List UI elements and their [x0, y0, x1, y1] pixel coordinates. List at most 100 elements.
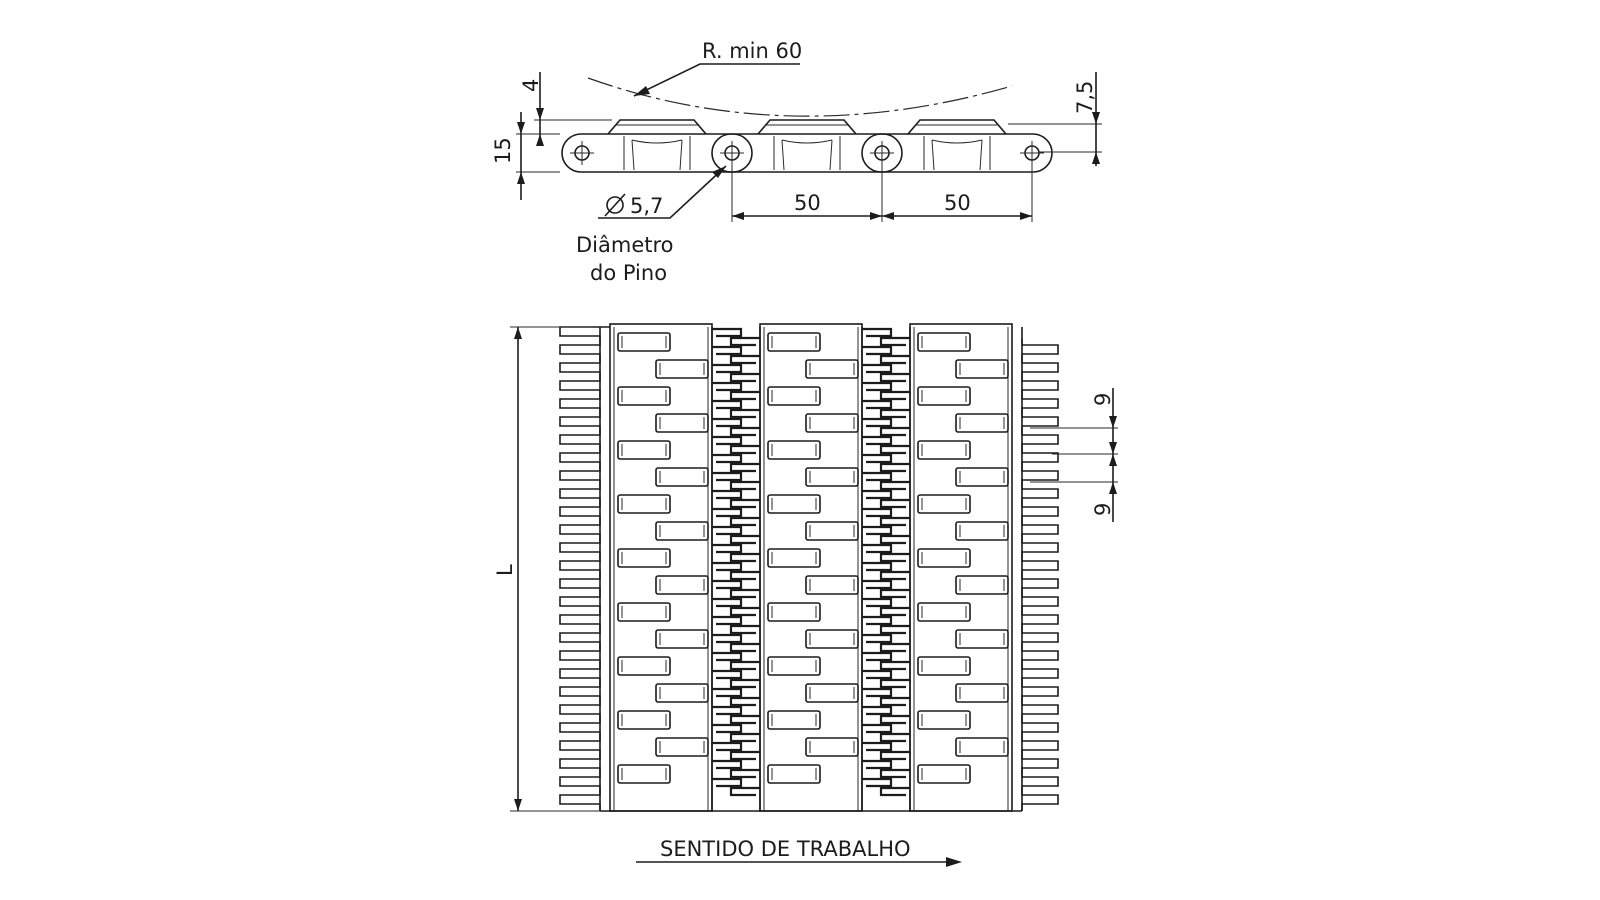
rib-detail [659, 525, 705, 537]
link-top-plate [607, 119, 707, 135]
height-dimension: 15 [491, 112, 560, 200]
hinge-teeth-left [862, 327, 893, 788]
chain-link [861, 119, 1053, 173]
rib-slot [955, 359, 1009, 379]
link-body [861, 133, 1053, 173]
link-top-plate [757, 119, 857, 135]
rib-detail [809, 633, 855, 645]
rib-detail [959, 579, 1005, 591]
left-fingers [559, 326, 601, 811]
rib-slot [955, 737, 1009, 757]
rib-slot [917, 764, 971, 784]
rib-detail [621, 714, 667, 726]
rib-detail [959, 417, 1005, 429]
rib-slot [955, 629, 1009, 649]
top-view: L 9 9 SENTIDO DE TRABALHO [493, 323, 1118, 867]
rib-detail [921, 390, 967, 402]
rib-slot [805, 737, 859, 757]
rib-detail [621, 444, 667, 456]
module-panel [909, 323, 1013, 812]
rib-slot [917, 656, 971, 676]
rib-detail [659, 417, 705, 429]
arrow-right-icon [636, 857, 962, 867]
length-label: L [493, 564, 517, 576]
rib-slot [917, 332, 971, 352]
link-web-arch [781, 139, 833, 144]
rib-detail [771, 498, 817, 510]
rib-detail [921, 660, 967, 672]
rib-slot [617, 332, 671, 352]
right-dimension: 7,5 [1008, 72, 1102, 166]
belt-outline [600, 326, 1022, 812]
hinge-zone [711, 327, 761, 811]
rib-slot [805, 575, 859, 595]
module-panel [759, 323, 863, 812]
rib-detail [959, 471, 1005, 483]
rib-slot [655, 683, 709, 703]
rib-slot [655, 629, 709, 649]
rib-slot [955, 683, 1009, 703]
rib-detail [809, 687, 855, 699]
rib-slot [655, 521, 709, 541]
link-web-arch [931, 139, 983, 144]
rib-slot [617, 602, 671, 622]
rib-detail [621, 498, 667, 510]
spacing-2-label: 9 [1091, 503, 1115, 516]
rib-slot [655, 413, 709, 433]
rib-slot [917, 548, 971, 568]
rib-slot [617, 710, 671, 730]
rib-slot [917, 602, 971, 622]
height-label: 15 [491, 137, 515, 164]
rib-detail [771, 444, 817, 456]
panel-inner-edge [613, 327, 709, 811]
rib-detail [621, 768, 667, 780]
link-web [773, 136, 841, 171]
rib-slot [767, 548, 821, 568]
rib-detail [659, 741, 705, 753]
rib-detail [921, 768, 967, 780]
pin-diameter-callout: 5,7 Diâmetro do Pino [576, 165, 727, 285]
rib-detail [921, 552, 967, 564]
rib-detail [809, 579, 855, 591]
rib-detail [621, 606, 667, 618]
pin-diameter-label: 5,7 [630, 194, 663, 218]
link-body [711, 133, 903, 173]
rib-detail [959, 633, 1005, 645]
hinge-teeth-right [729, 336, 760, 797]
right-dim-label: 7,5 [1073, 81, 1097, 114]
chain-link [561, 119, 753, 173]
rib-detail [771, 336, 817, 348]
rib-slot [617, 656, 671, 676]
rib-slot [805, 629, 859, 649]
rib-slot [917, 710, 971, 730]
rib-detail [809, 741, 855, 753]
rib-slot [655, 359, 709, 379]
rib-detail [809, 417, 855, 429]
pin-label-line2: do Pino [590, 261, 667, 285]
rib-detail [659, 579, 705, 591]
rib-slot [805, 359, 859, 379]
rib-detail [771, 606, 817, 618]
belt-side-edges [599, 327, 1023, 811]
rib-slot [805, 467, 859, 487]
rib-slot [767, 494, 821, 514]
panel-inner-edge [913, 327, 1009, 811]
link-web-arch [631, 139, 683, 144]
belt-modules [559, 323, 1059, 812]
direction-label: SENTIDO DE TRABALHO [660, 837, 911, 861]
link-body [561, 133, 753, 173]
radius-arc [587, 77, 1013, 117]
rib-slot [767, 656, 821, 676]
top-dim-label: 4 [519, 79, 543, 92]
rib-detail [659, 687, 705, 699]
rib-detail [921, 336, 967, 348]
rib-detail [809, 363, 855, 375]
rib-detail [809, 471, 855, 483]
rib-slot [617, 440, 671, 460]
rib-detail [621, 552, 667, 564]
rib-detail [921, 498, 967, 510]
spacing-dimensions: 9 9 [1030, 388, 1118, 522]
rib-detail [621, 336, 667, 348]
rib-detail [621, 660, 667, 672]
rib-slot [805, 521, 859, 541]
